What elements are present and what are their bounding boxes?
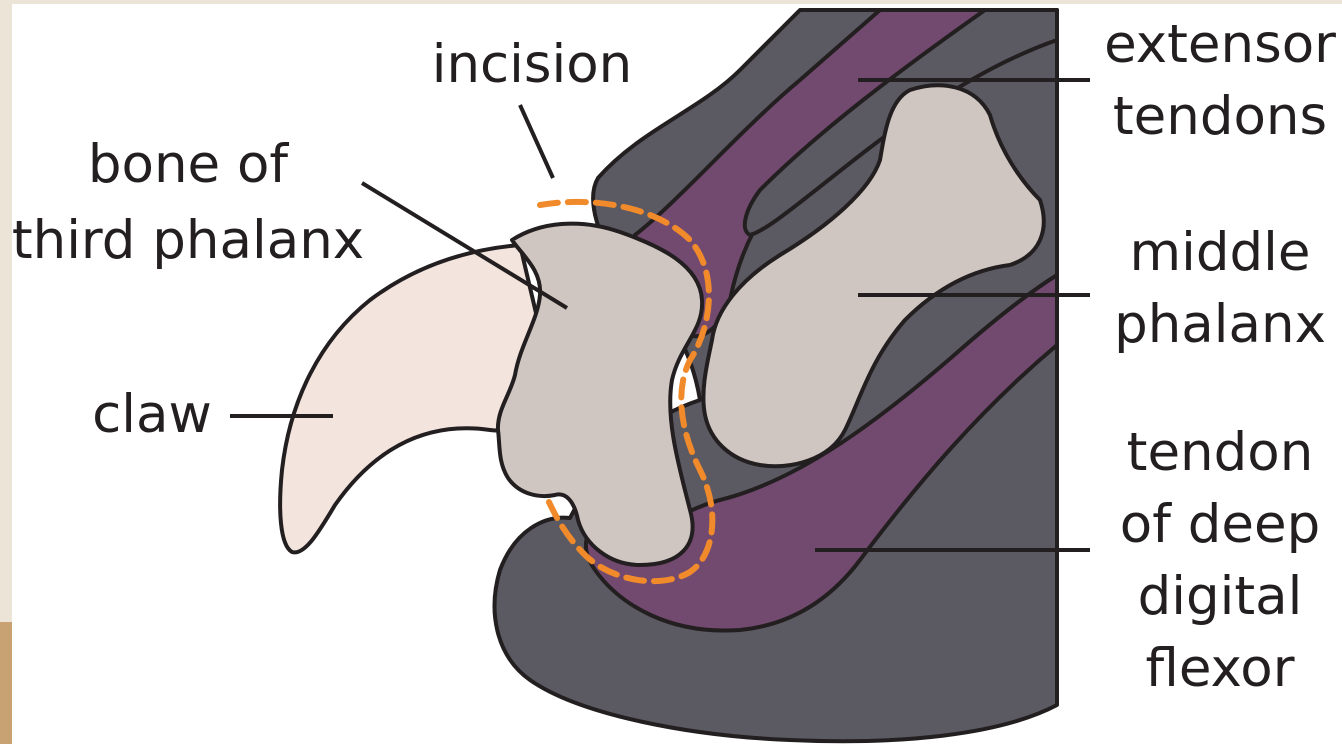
label-middle-line1: middle xyxy=(1130,222,1311,283)
label-tendon-line2: of deep xyxy=(1120,494,1320,555)
label-extensor-line2: tendons xyxy=(1113,86,1327,147)
label-claw: claw xyxy=(92,384,212,445)
label-tendon-line1: tendon xyxy=(1127,422,1314,483)
label-incision: incision xyxy=(432,34,633,95)
label-bone-line1: bone of xyxy=(88,134,290,195)
label-tendon-line3: digital xyxy=(1138,566,1303,627)
label-middle-line2: phalanx xyxy=(1114,294,1326,355)
label-tendon-line4: flexor xyxy=(1145,638,1294,699)
label-extensor-line1: extensor xyxy=(1104,14,1336,75)
incision-leader xyxy=(520,105,553,178)
label-bone-line2: third phalanx xyxy=(12,210,364,271)
claw-shape xyxy=(280,245,540,552)
